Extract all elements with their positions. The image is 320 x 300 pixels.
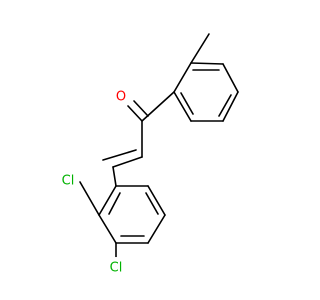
atom-labels: O Cl Cl [57, 89, 129, 279]
chlorine-para-atom-label: Cl [110, 261, 123, 276]
dichlorophenyl-inner-double-3 [145, 192, 159, 215]
chlorine-ortho-label-background [57, 170, 79, 192]
chlorine-para-label-background [105, 257, 127, 279]
toluyl-inner-double-2 [218, 94, 232, 117]
alkene-double-bond-a [112, 156, 143, 168]
carbonyl-double-bond-a [127, 105, 143, 122]
molecule-diagram: O Cl Cl [57, 33, 239, 279]
toluyl-ring-bond-5 [173, 91, 192, 122]
dichlorophenyl-inner-double-1 [108, 192, 121, 215]
alkene-to-ring-bond [112, 166, 117, 187]
bond-group [79, 33, 239, 258]
carbonyl-double-bond-b [133, 100, 149, 117]
ring-carbonyl-bond [141, 91, 175, 122]
toluyl-ring-bond-1 [190, 62, 224, 65]
oxygen-atom-label: O [116, 90, 126, 105]
toluyl-ring-bond-6 [173, 62, 192, 93]
alkene-double-bond-b [102, 149, 137, 161]
dichlorophenyl-ring-bond-4 [147, 214, 166, 244]
chlorine-ortho-bond [79, 181, 100, 216]
oxygen-label-background [113, 89, 129, 105]
methyl-bond [190, 33, 210, 64]
toluyl-ring-bond-3 [222, 91, 239, 122]
dichlorophenyl-ring-bond-1 [98, 185, 117, 216]
dichlorophenyl-ring-bond-5 [147, 185, 166, 216]
chlorine-ortho-atom-label: Cl [62, 174, 75, 189]
dichlorophenyl-ring-bond-2 [98, 214, 117, 244]
toluyl-inner-double-3 [180, 92, 194, 115]
toluyl-ring-bond-2 [222, 63, 239, 93]
